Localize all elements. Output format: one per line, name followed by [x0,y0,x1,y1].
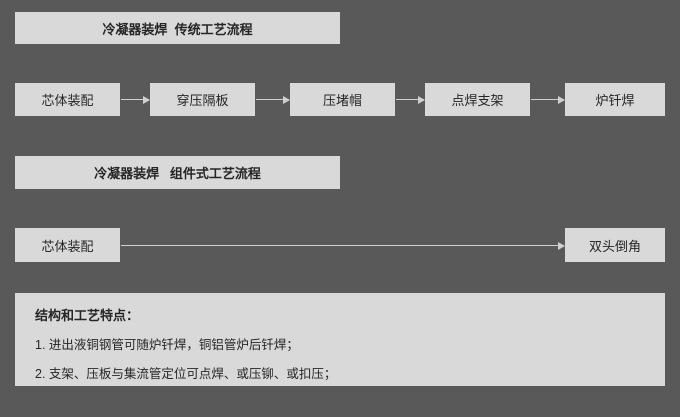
traditional-flow-title: 冷凝器装焊 传统工艺流程 [15,12,340,44]
step-core-assembly-modular: 芯体装配 [15,228,120,262]
arrow-icon [396,96,425,104]
arrow-icon [256,96,290,104]
step-double-end-chamfer: 双头倒角 [565,228,665,262]
notes-line-1: 1. 进出液铜钢管可随炉钎焊，铜铝管炉后钎焊； [35,338,299,352]
notes-title: 结构和工艺特点： [35,308,140,323]
notes-panel: 结构和工艺特点： 1. 进出液铜钢管可随炉钎焊，铜铝管炉后钎焊； 2. 支架、压… [15,293,665,386]
step-press-cap: 压堵帽 [290,83,395,116]
step-furnace-brazing: 炉钎焊 [565,83,665,116]
modular-flow-title: 冷凝器装焊 组件式工艺流程 [15,156,340,189]
step-press-baffle: 穿压隔板 [150,83,255,116]
arrow-icon [121,242,565,250]
step-spot-weld-bracket: 点焊支架 [425,83,530,116]
notes-line-2: 2. 支架、压板与集流管定位可点焊、或压铆、或扣压； [35,367,337,381]
arrow-icon [121,96,150,104]
step-core-assembly-traditional: 芯体装配 [15,83,120,116]
arrow-icon [531,96,565,104]
